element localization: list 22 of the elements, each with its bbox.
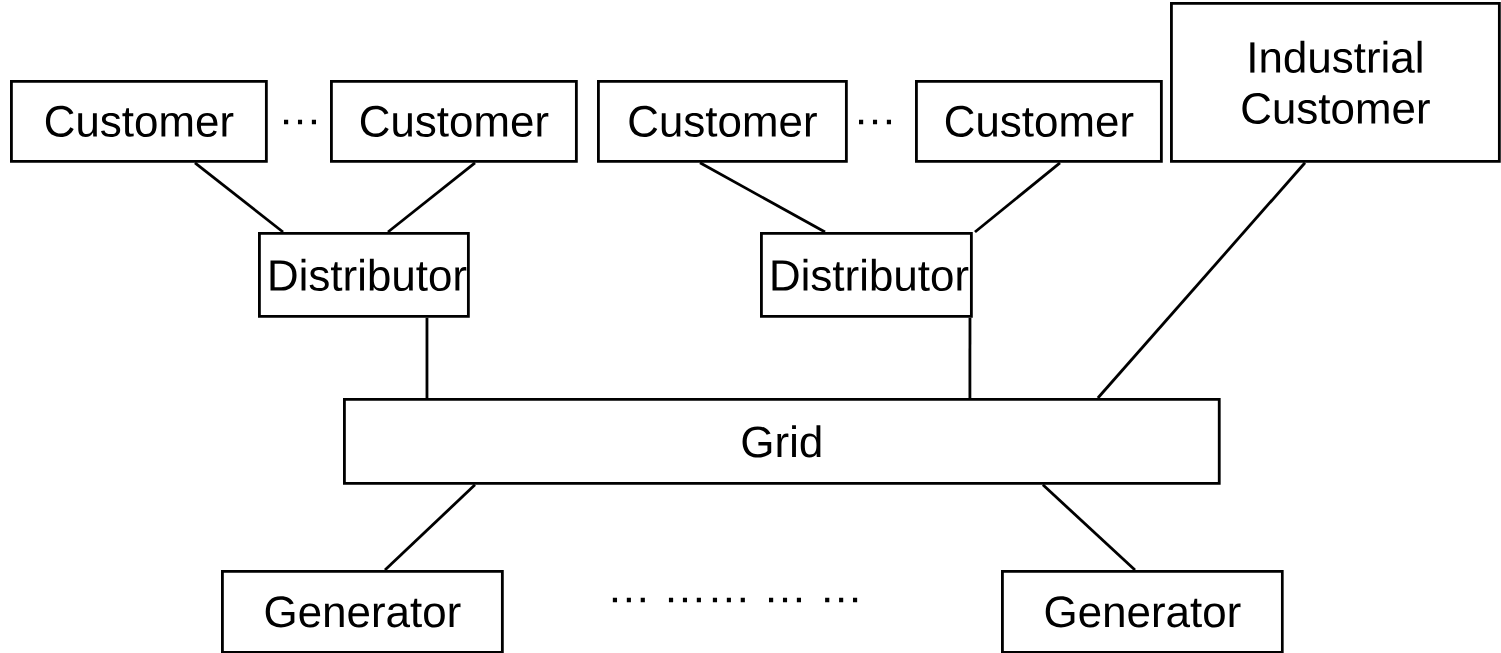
box: Generator [1001, 570, 1284, 653]
box: Grid [343, 398, 1221, 485]
line [1096, 161, 1307, 399]
line [425, 317, 429, 398]
line [974, 161, 1061, 234]
box: Customer [330, 80, 578, 163]
box: Customer [915, 80, 1163, 163]
line [699, 161, 826, 234]
ellipsis: … [284, 119, 316, 125]
line [384, 483, 476, 572]
box: Customer [597, 80, 848, 163]
box: Customer [10, 80, 268, 163]
ellipsis: … [859, 119, 891, 125]
line [1041, 483, 1136, 572]
line [968, 317, 972, 398]
line [194, 161, 284, 234]
box: Industrial Customer [1170, 2, 1501, 163]
box: Generator [221, 570, 504, 653]
box: Distributor [760, 232, 973, 318]
ellipsis: … …… … … [612, 597, 858, 603]
line [387, 161, 476, 234]
box: Distributor [258, 232, 470, 318]
